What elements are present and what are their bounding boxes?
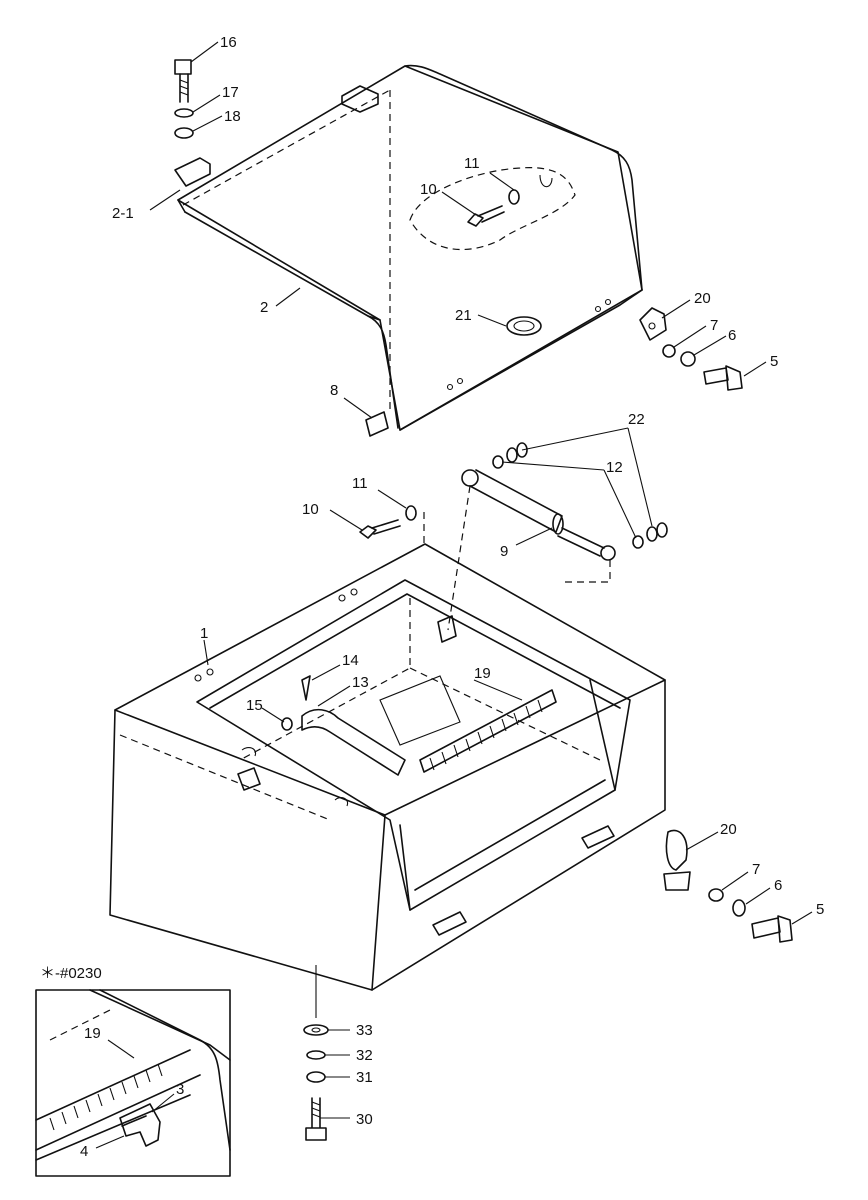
washer-6-lower [732, 899, 746, 917]
callout-21: 21 [455, 307, 472, 324]
latch-20-lower [663, 829, 691, 891]
washer-18 [174, 127, 194, 139]
hinge-20-upper [639, 307, 667, 341]
callout-labels: 16 17 18 2-1 2 11 10 21 8 20 7 6 5 22 12… [40, 34, 824, 1160]
callout-5-lower: 5 [816, 901, 824, 918]
washer-31 [306, 1071, 326, 1083]
callout-6-upper: 6 [728, 327, 736, 344]
callout-12: 12 [606, 459, 623, 476]
bolt-5-upper [703, 365, 743, 391]
bushing-22-b1 [646, 526, 658, 542]
callout-31: 31 [356, 1069, 373, 1086]
bolt-10-upper [467, 205, 505, 227]
gas-strut-9 [461, 469, 616, 561]
callout-9: 9 [500, 543, 508, 560]
washer-11-lower [405, 505, 417, 521]
seat-base [109, 543, 666, 991]
bushing-22-b2 [656, 522, 668, 538]
callout-7-upper: 7 [710, 317, 718, 334]
callout-32: 32 [356, 1047, 373, 1064]
bolt-16 [174, 59, 192, 103]
washer-7-upper [662, 344, 676, 358]
callout-11-upper: 11 [464, 155, 480, 172]
callout-13: 13 [352, 674, 369, 691]
washer-33 [303, 1024, 329, 1036]
washer-12-a [492, 455, 504, 469]
callout-30: 30 [356, 1111, 373, 1128]
callout-16: 16 [220, 34, 237, 51]
callout-10-upper: 10 [420, 181, 437, 198]
callout-10-lower: 10 [302, 501, 319, 518]
callout-19-inset: 19 [84, 1025, 101, 1042]
callout-22: 22 [628, 411, 645, 428]
washer-12-b [632, 535, 644, 549]
callout-18: 18 [224, 108, 241, 125]
callout-1: 1 [200, 625, 208, 642]
washer-17 [174, 108, 194, 118]
bolt-5-lower [751, 915, 793, 943]
bushing-22-a2 [516, 442, 528, 458]
inset-note: ＊-#0230 [40, 965, 102, 982]
callout-14: 14 [342, 652, 359, 669]
washer-7-lower [708, 888, 724, 902]
callout-2-1: 2-1 [112, 205, 134, 222]
callout-8: 8 [330, 382, 338, 399]
bushing-22-a1 [506, 447, 518, 463]
callout-6-lower: 6 [774, 877, 782, 894]
seat-lid [174, 64, 643, 437]
detail-inset [35, 989, 231, 1177]
callout-33: 33 [356, 1022, 373, 1039]
callout-15: 15 [246, 697, 263, 714]
callout-7-lower: 7 [752, 861, 760, 878]
callout-3: 3 [176, 1081, 184, 1098]
callout-11-lower: 11 [352, 475, 368, 492]
callout-19-main: 19 [474, 665, 491, 682]
bolt-10-lower [359, 519, 401, 539]
callout-17: 17 [222, 84, 239, 101]
leader-lines [95, 41, 813, 1149]
callout-2: 2 [260, 299, 268, 316]
callout-20-upper: 20 [694, 290, 711, 307]
washer-32 [306, 1050, 326, 1060]
washer-11-upper [508, 189, 520, 205]
callout-5-upper: 5 [770, 353, 778, 370]
callout-20-lower: 20 [720, 821, 737, 838]
bolt-30 [305, 1097, 327, 1141]
washer-6-upper [680, 351, 696, 367]
callout-4: 4 [80, 1143, 88, 1160]
